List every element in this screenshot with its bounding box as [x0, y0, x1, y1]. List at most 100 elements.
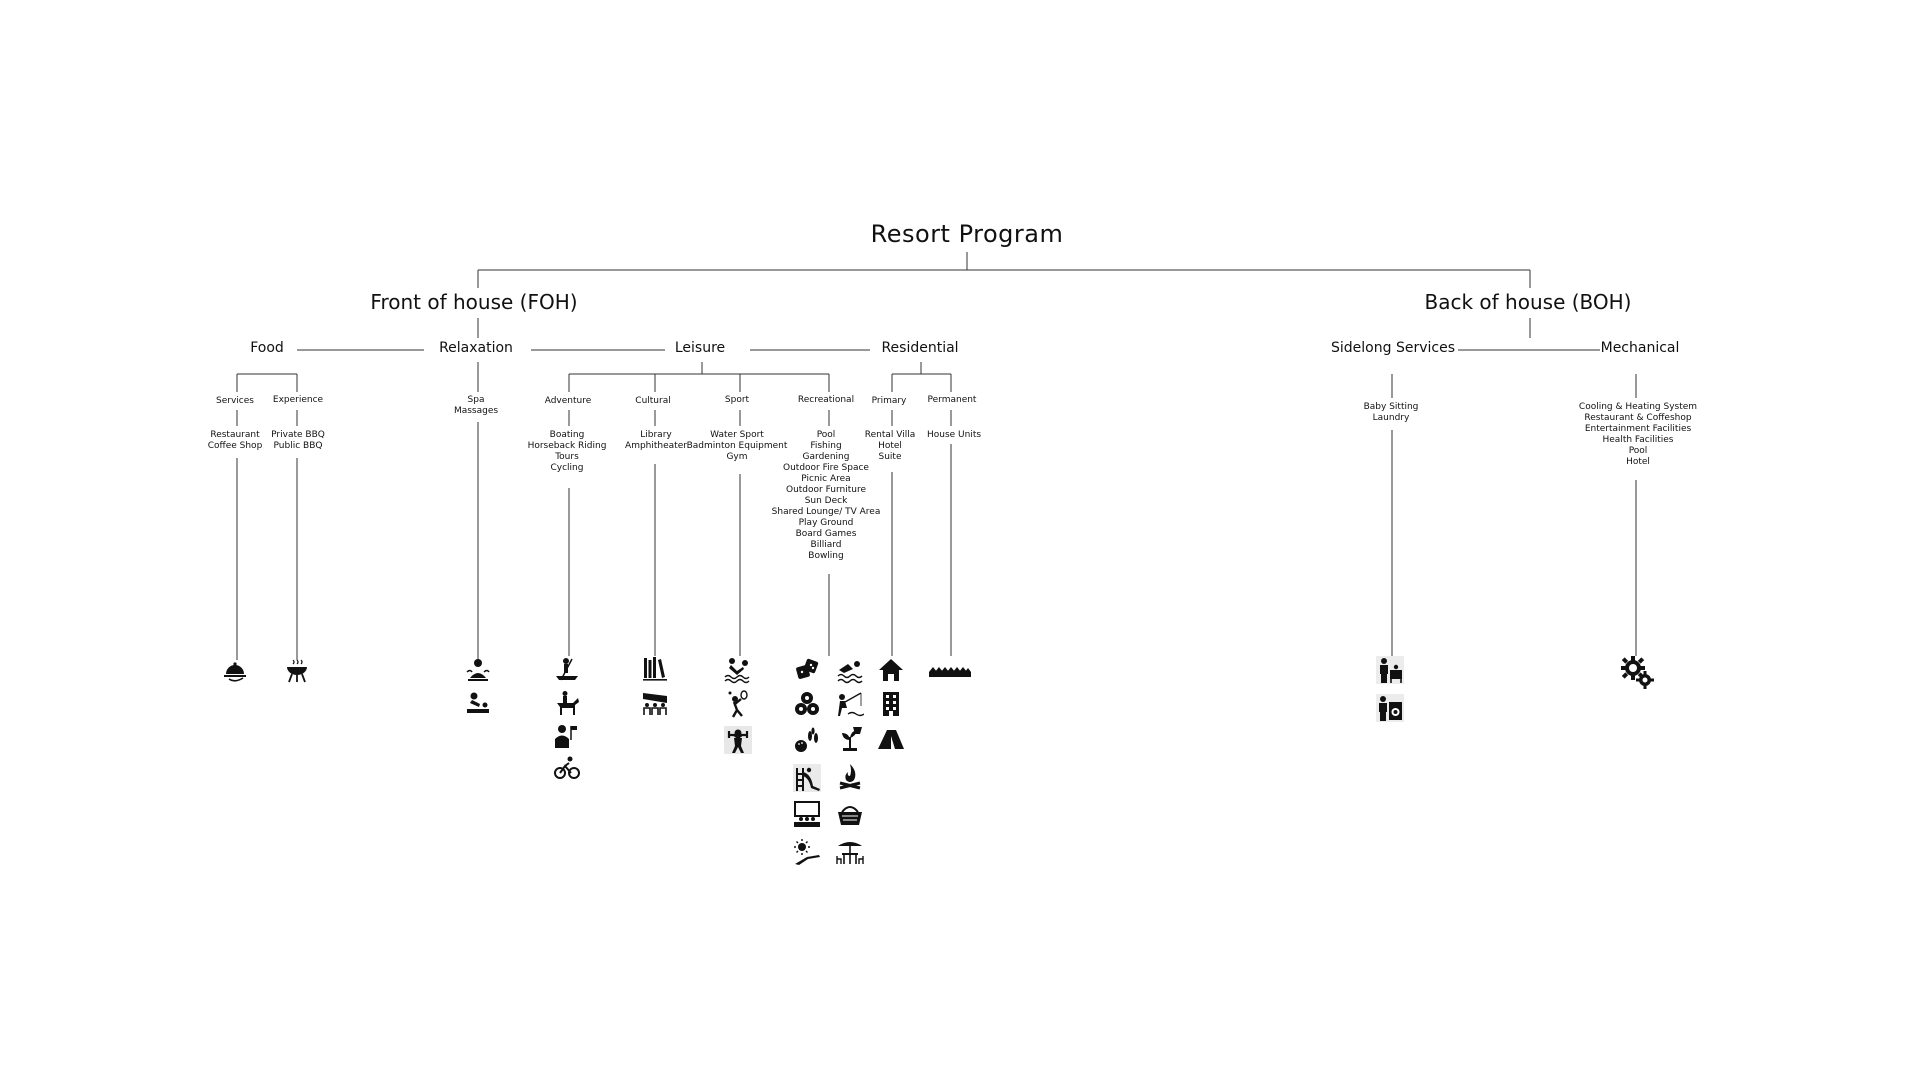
items-cultural: Library Amphitheater: [625, 430, 687, 452]
badminton-icon: [723, 690, 751, 718]
list-item: Entertainment Facilities: [1584, 424, 1692, 434]
tent-icon: [877, 724, 905, 752]
items-permanent: House Units: [927, 430, 981, 441]
outdoor-furniture-icon: [836, 838, 864, 866]
list-item: Restaurant: [210, 430, 260, 440]
list-item: Hotel: [878, 441, 902, 451]
billiard-icon: [793, 690, 821, 718]
foh-heading: Front of house (FOH): [370, 290, 578, 314]
list-item: Badminton Equipment: [686, 441, 788, 451]
subcategory-recreational: Recreational: [797, 395, 855, 405]
items-sidelong-services: Baby Sitting Laundry: [1364, 402, 1419, 424]
subcategory-experience: Experience: [272, 395, 324, 405]
list-item: Private BBQ: [271, 430, 325, 440]
list-item: Suite: [878, 452, 902, 462]
subcategory-cultural: Cultural: [635, 396, 671, 406]
list-item: Coffee Shop: [207, 441, 263, 451]
diagram-title: Resort Program: [870, 220, 1064, 248]
list-item: Hotel: [1626, 457, 1650, 467]
mechanical-gears-icon: [1621, 656, 1655, 689]
list-item: Picnic Area: [801, 474, 851, 484]
items-services: Restaurant Coffee Shop: [208, 430, 263, 452]
list-item: Outdoor Fire Space: [783, 463, 869, 473]
cycling-icon: [553, 754, 581, 782]
list-item: Restaurant & Coffeshop: [1584, 413, 1692, 423]
library-books-icon: [641, 654, 669, 682]
serving-cloche-icon: [221, 656, 249, 684]
list-item: Water Sport: [710, 430, 764, 440]
list-item: Sun Deck: [804, 496, 848, 506]
water-sport-icon: [723, 656, 751, 684]
items-mechanical: Cooling & Heating System Restaurant & Co…: [1579, 402, 1697, 468]
boating-icon: [553, 656, 581, 684]
house-units-icon: [928, 656, 972, 684]
category-residential: Residential: [881, 340, 959, 356]
list-item: Fishing: [810, 441, 842, 451]
list-item: Shared Lounge/ TV Area: [771, 507, 881, 517]
picnic-basket-icon: [836, 800, 864, 828]
list-item: Boating: [549, 430, 585, 440]
subcategory-services: Services: [216, 396, 254, 406]
bbq-grill-icon: [283, 656, 311, 684]
subcategory-primary: Primary: [871, 396, 907, 406]
list-item: Board Games: [795, 529, 857, 539]
list-item: Horseback Riding: [527, 441, 607, 451]
category-food: Food: [250, 340, 284, 356]
spa-massage-icon: [464, 656, 492, 684]
subcategory-spa: Spa: [467, 395, 485, 405]
list-item: Play Ground: [798, 518, 854, 528]
list-item: Public BBQ: [273, 441, 323, 451]
category-mechanical: Mechanical: [1600, 340, 1680, 356]
hotel-building-icon: [877, 690, 905, 718]
subcategory-adventure: Adventure: [544, 396, 592, 406]
category-relaxation: Relaxation: [439, 340, 513, 356]
category-leisure: Leisure: [674, 340, 726, 356]
horseback-riding-icon: [553, 690, 581, 718]
list-item: Health Facilities: [1602, 435, 1674, 445]
subcategory-sport: Sport: [724, 395, 750, 405]
tv-lounge-icon: [793, 800, 821, 828]
items-primary: Rental Villa Hotel Suite: [865, 430, 915, 463]
amphitheater-icon: [641, 690, 669, 718]
sun-deck-icon: [793, 838, 821, 866]
list-item: Cooling & Heating System: [1578, 402, 1698, 412]
items-spa: Massages: [454, 406, 498, 417]
list-item: Cycling: [550, 463, 584, 473]
list-item: House Units: [926, 430, 982, 440]
campfire-icon: [836, 762, 864, 790]
swimming-icon: [836, 656, 864, 684]
list-item: Amphitheater: [625, 441, 687, 451]
boh-heading: Back of house (BOH): [1424, 290, 1632, 314]
list-item: Outdoor Furniture: [785, 485, 866, 495]
babysitting-icon: [1376, 656, 1404, 684]
laundry-icon: [1376, 694, 1404, 722]
list-item: Laundry: [1372, 413, 1410, 423]
list-item: Rental Villa: [864, 430, 916, 440]
list-item: Tours: [555, 452, 579, 462]
massage-table-icon: [464, 690, 492, 718]
house-icon: [877, 656, 905, 684]
playground-slide-icon: [793, 764, 821, 792]
items-adventure: Boating Horseback Riding Tours Cycling: [528, 430, 607, 474]
list-item: Gardening: [802, 452, 850, 462]
list-item: Library: [640, 430, 672, 440]
category-sidelong-services: Sidelong Services: [1331, 340, 1455, 356]
list-item: Pool: [816, 430, 836, 440]
tour-guide-icon: [550, 722, 578, 750]
gym-icon: [724, 726, 752, 754]
board-games-icon: [793, 656, 821, 684]
bowling-icon: [793, 726, 821, 754]
list-item: Massages: [453, 406, 499, 416]
list-item: Pool: [1628, 446, 1648, 456]
list-item: Billiard: [810, 540, 842, 550]
subcategory-permanent: Permanent: [927, 395, 977, 405]
items-experience: Private BBQ Public BBQ: [271, 430, 325, 452]
list-item: Bowling: [808, 551, 844, 561]
fishing-icon: [836, 690, 864, 718]
items-sport: Water Sport Badminton Equipment Gym: [687, 430, 788, 463]
list-item: Baby Sitting: [1363, 402, 1419, 412]
list-item: Gym: [726, 452, 748, 462]
items-recreational: Pool Fishing Gardening Outdoor Fire Spac…: [772, 430, 881, 562]
